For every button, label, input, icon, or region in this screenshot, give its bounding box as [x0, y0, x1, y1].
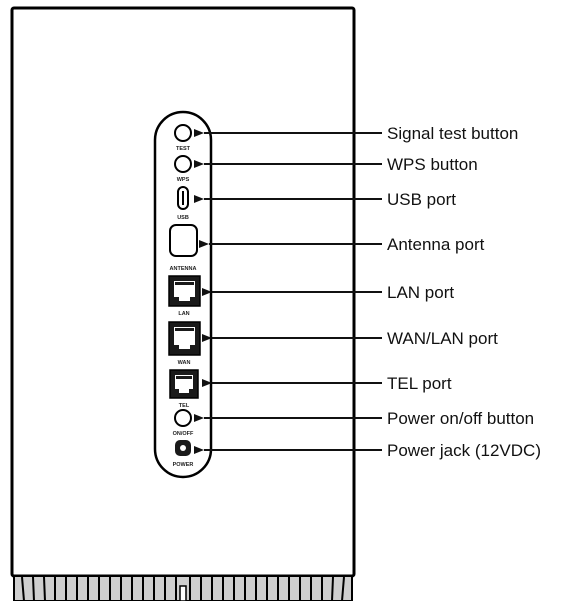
port-tag-lan: LAN	[178, 311, 189, 317]
port-tag-wps: WPS	[177, 177, 190, 183]
callout-power-jack: Power jack (12VDC)	[387, 441, 541, 460]
port-tag-test: TEST	[176, 146, 191, 152]
tel-port	[169, 369, 199, 399]
callout-tel-port: TEL port	[387, 374, 452, 393]
callout-power-onoff-button: Power on/off button	[387, 409, 534, 428]
port-tag-wan: WAN	[178, 360, 191, 366]
callout-wps-button: WPS button	[387, 155, 478, 174]
callout-lan-port: LAN port	[387, 283, 454, 302]
router-base-ribs	[13, 575, 353, 601]
power-jack	[175, 440, 191, 456]
port-tag-power: POWER	[173, 462, 194, 468]
lan-port	[168, 275, 201, 307]
antenna-port	[169, 224, 198, 257]
callout-wan-lan-port: WAN/LAN port	[387, 329, 498, 348]
port-tag-tel: TEL	[179, 403, 190, 409]
callout-usb-port: USB port	[387, 190, 456, 209]
power-onoff-button	[174, 409, 192, 427]
signal-test-button	[174, 124, 192, 142]
port-tag-onoff: ON/OFF	[173, 431, 194, 437]
callout-antenna-port: Antenna port	[387, 235, 485, 254]
callout-signal-test-button: Signal test button	[387, 124, 518, 143]
wan-port	[168, 321, 201, 356]
wps-button	[174, 155, 192, 173]
port-tag-antenna: ANTENNA	[170, 266, 197, 272]
port-tag-usb: USB	[177, 215, 189, 221]
